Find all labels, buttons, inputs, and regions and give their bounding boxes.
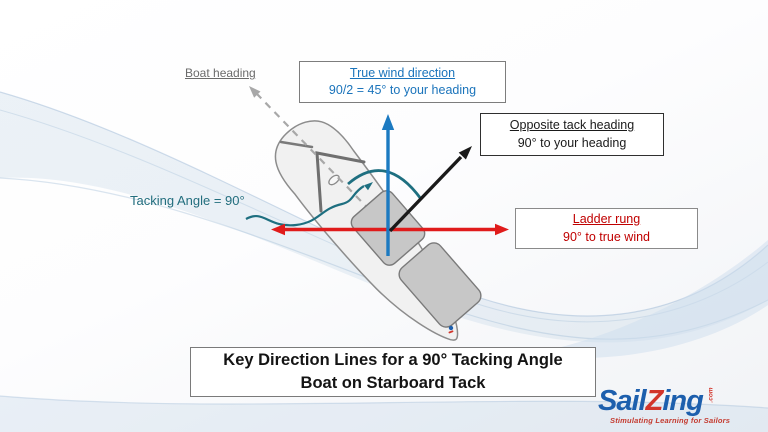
caption-line1: Key Direction Lines for a 90° Tacking An… [223, 351, 563, 369]
wave-line [0, 395, 768, 409]
opposite-tack-arrow [388, 146, 472, 233]
sailzing-wordmark: SailZing .com [598, 380, 764, 416]
background-waves [0, 91, 768, 432]
logo-word-ing: ing [662, 385, 703, 417]
mast-base [328, 174, 340, 186]
ladder-rung-subtitle: 90° to true wind [563, 229, 650, 244]
logo-word-sail: Sail [598, 385, 647, 417]
logo-tagline: Stimulating Learning for Sailors [610, 416, 731, 425]
wave-band [525, 240, 768, 359]
true-wind-title: True wind direction [349, 65, 456, 80]
tacking-angle-label: Tacking Angle = 90° [130, 193, 245, 208]
opposite-tack-box: Opposite tack heading 90° to your headin… [480, 113, 664, 156]
true-wind-arrow [381, 114, 395, 256]
opposite-tack-subtitle: 90° to your heading [517, 135, 627, 150]
slide-caption: Key Direction Lines for a 90° Tacking An… [190, 347, 596, 397]
ladder-rung-box: Ladder rung 90° to true wind [515, 208, 698, 249]
tacking-angle-arc [347, 169, 423, 200]
tacking-angle-callout-arrow [245, 182, 373, 227]
caption-line2: Boat on Starboard Tack [300, 374, 486, 392]
opposite-tack-title: Opposite tack heading [509, 118, 635, 133]
ladder-rung-title: Ladder rung [572, 212, 641, 227]
true-wind-box: True wind direction 90/2 = 45° to your h… [299, 61, 506, 103]
boat-heading-label: Boat heading [185, 66, 256, 80]
sailzing-logo: SailZing .com Stimulating Learning for Sa… [598, 380, 764, 425]
deck-chevron [315, 151, 366, 213]
cockpit-aft [398, 242, 482, 328]
wave-band [0, 396, 768, 432]
logo-suffix-com: .com [707, 387, 715, 403]
stern-logo-mark [448, 325, 454, 334]
logo-word-z: Z [645, 385, 664, 417]
true-wind-subtitle: 90/2 = 45° to your heading [328, 83, 477, 97]
deck-spar [279, 140, 314, 149]
